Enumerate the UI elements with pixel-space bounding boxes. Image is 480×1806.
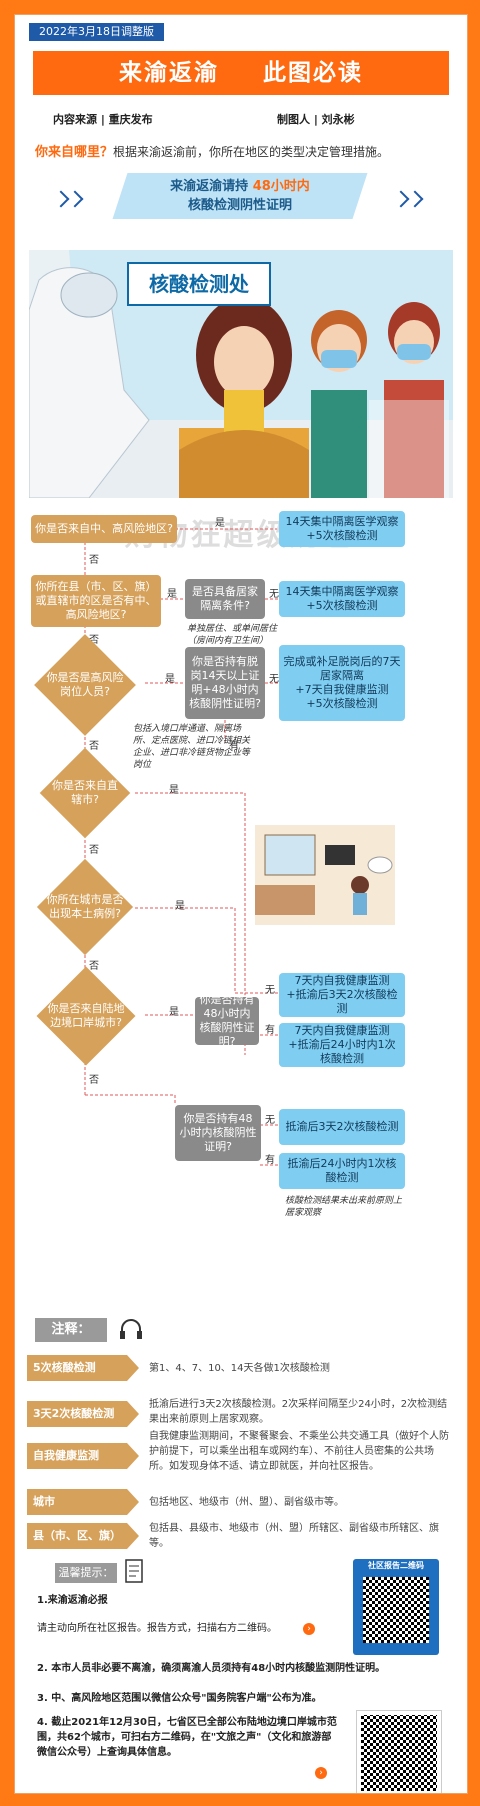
tip-1-body: 请主动向所在社区报告。报告方式，扫描右方二维码。 — [37, 1623, 277, 1634]
question-off-post-proof: 你是否持有脱岗14天以上证明+48小时内核酸阴性证明? — [185, 647, 265, 719]
notes-title: 注释： — [35, 1318, 107, 1342]
desc-self-monitoring: 自我健康监测期间，不聚餐聚会、不乘坐公共交通工具（做好个人防护前提下，可以乘坐出… — [149, 1431, 449, 1472]
label-yes: 是 — [169, 1007, 179, 1018]
note-high-risk-jobs: 包括入境口岸通道、隔离场所、定点医院、进口冷链相关企业、进口非冷链货物企业等岗位 — [133, 724, 251, 770]
tip-4: 4. 截止2021年12月30日，七省区已全部公布陆地边境口岸城市范围，共62个… — [37, 1717, 337, 1758]
question-high-risk-job: 你是否是高风险岗位人员? — [46, 671, 124, 698]
tip-1-title: 1.来渝返渝必报 — [37, 1595, 108, 1606]
label-none: 无 — [269, 589, 279, 600]
result-3day-2tests-only: 抵渝后3天2次核酸检测 — [279, 1109, 405, 1145]
label-none: 无 — [269, 674, 279, 685]
desc-3day-2tests: 抵渝后进行3天2次核酸检测。2次采样间隔至少24小时，2次检测结果出来前原则上居… — [149, 1399, 448, 1425]
infographic-page: 2022年3月18日调整版 来渝返渝 此图必读 内容来源 | 重庆发布 制图人 … — [14, 14, 468, 1794]
label-no: 否 — [89, 1075, 99, 1086]
label-yes: 是 — [165, 674, 175, 685]
qr-code-image — [363, 1577, 429, 1643]
result-3day-2tests: 7天内自我健康监测 +抵渝后3天2次核酸检测 — [279, 973, 405, 1017]
label-no: 否 — [89, 555, 99, 566]
term-county: 县（市、区、旗） — [27, 1523, 139, 1549]
intro-question: 你来自哪里？ — [35, 145, 114, 160]
term-3day-2tests: 3天2次核酸检测 — [27, 1401, 139, 1427]
illustration-scene — [29, 250, 453, 498]
date-tag: 2022年3月18日调整版 — [29, 23, 164, 41]
question-municipality: 你是否来自直辖市? — [52, 779, 118, 806]
intro: 你来自哪里？根据来渝返渝前，你所在地区的类型决定管理措施。 — [35, 141, 455, 160]
label-yes: 是 — [175, 901, 185, 912]
label-yes: 是 — [167, 589, 177, 600]
clipboard-icon — [125, 1559, 143, 1583]
result-24h-test-only: 抵渝后24小时内1次核酸检测 — [279, 1153, 405, 1189]
qr-code-border-cities[interactable] — [356, 1710, 442, 1793]
result-home-isolation: 完成或补足脱岗后的7天居家隔离 +7天自我健康监测 +5次核酸检测 — [279, 645, 405, 721]
desc-city: 包括地区、地级市（州、盟）、副省级市等。 — [149, 1497, 344, 1508]
title-banner: 来渝返渝 此图必读 — [33, 51, 449, 95]
home-scene-illustration — [255, 825, 395, 925]
label-have: 有 — [265, 1155, 275, 1166]
content-source: 内容来源 | 重庆发布 — [53, 113, 153, 126]
headphones-icon — [120, 1319, 142, 1339]
desc-5-tests: 第1、4、7、10、14天各做1次核酸检测 — [149, 1363, 330, 1374]
label-no: 否 — [89, 741, 99, 752]
label-no: 否 — [89, 961, 99, 972]
term-5-tests: 5次核酸检测 — [27, 1355, 139, 1381]
question-high-risk-area: 你是否来自中、高风险地区? — [31, 515, 177, 543]
label-yes: 是 — [169, 785, 179, 796]
label-none: 无 — [265, 985, 275, 996]
question-county-risk: 你所在县（市、区、旗）或直辖市的区是否有中、高风险地区? — [31, 575, 161, 627]
label-have: 有 — [229, 741, 239, 752]
result-14day-quarantine: 14天集中隔离医学观察 +5次核酸检测 — [279, 511, 405, 547]
qr-code-report[interactable]: 社区报告二维码 — [353, 1559, 439, 1655]
arrow-right-icon: › — [315, 1767, 327, 1779]
result-14day-quarantine-2: 14天集中隔离医学观察 +5次核酸检测 — [279, 581, 405, 617]
result-24h-test: 7天内自我健康监测 +抵渝后24小时内1次核酸检测 — [279, 1023, 405, 1067]
note-home-isolation: 单独居住、或单间居住（房间内有卫生间） — [187, 624, 278, 646]
tip-3: 3. 中、高风险地区范围以微信公众号"国务院客户端"公布为准。 — [37, 1693, 322, 1704]
desc-county: 包括县、县级市、地级市（州、盟）所辖区、副省级市所辖区、旗等。 — [149, 1523, 439, 1549]
requirement-banner: 来渝返渝请持 48小时内 核酸检测阴性证明 — [170, 179, 310, 213]
term-self-monitoring: 自我健康监测 — [27, 1443, 139, 1469]
banner-left: 来渝返渝 — [118, 60, 219, 86]
label-no: 否 — [89, 635, 99, 646]
label-have: 有 — [265, 1025, 275, 1036]
qr-label: 社区报告二维码 — [368, 1561, 424, 1570]
question-home-isolation: 是否具备居家隔离条件? — [185, 579, 265, 619]
arrow-right-icon: › — [303, 1623, 315, 1635]
testing-illustration: 核酸检测处 — [29, 250, 453, 498]
question-local-cases: 你所在城市是否出现本土病例? — [46, 893, 124, 920]
tips-title: 温馨提示： — [55, 1563, 117, 1583]
label-no: 否 — [89, 845, 99, 856]
question-border-port: 你是否来自陆地边境口岸城市? — [47, 1002, 125, 1029]
tip-2: 2. 本市人员非必要不离渝，确须离渝人员须持有48小时内核酸监测阴性证明。 — [37, 1663, 386, 1674]
banner-right: 此图必读 — [263, 60, 363, 86]
term-city: 城市 — [27, 1489, 139, 1515]
question-48h-proof-border: 你是否持有48小时内核酸阴性证明? — [195, 993, 259, 1048]
label-yes: 是 — [215, 518, 225, 529]
label-none: 无 — [265, 1115, 275, 1126]
question-48h-proof: 你是否持有48小时内核酸阴性证明? — [175, 1105, 261, 1161]
intro-text: 根据来渝返渝前，你所在地区的类型决定管理措施。 — [113, 145, 390, 159]
note-result-pending: 核酸检测结果未出来前原则上居家观察 — [285, 1196, 403, 1218]
testing-sign: 核酸检测处 — [127, 262, 271, 306]
author: 制图人 | 刘永彬 — [277, 113, 355, 126]
